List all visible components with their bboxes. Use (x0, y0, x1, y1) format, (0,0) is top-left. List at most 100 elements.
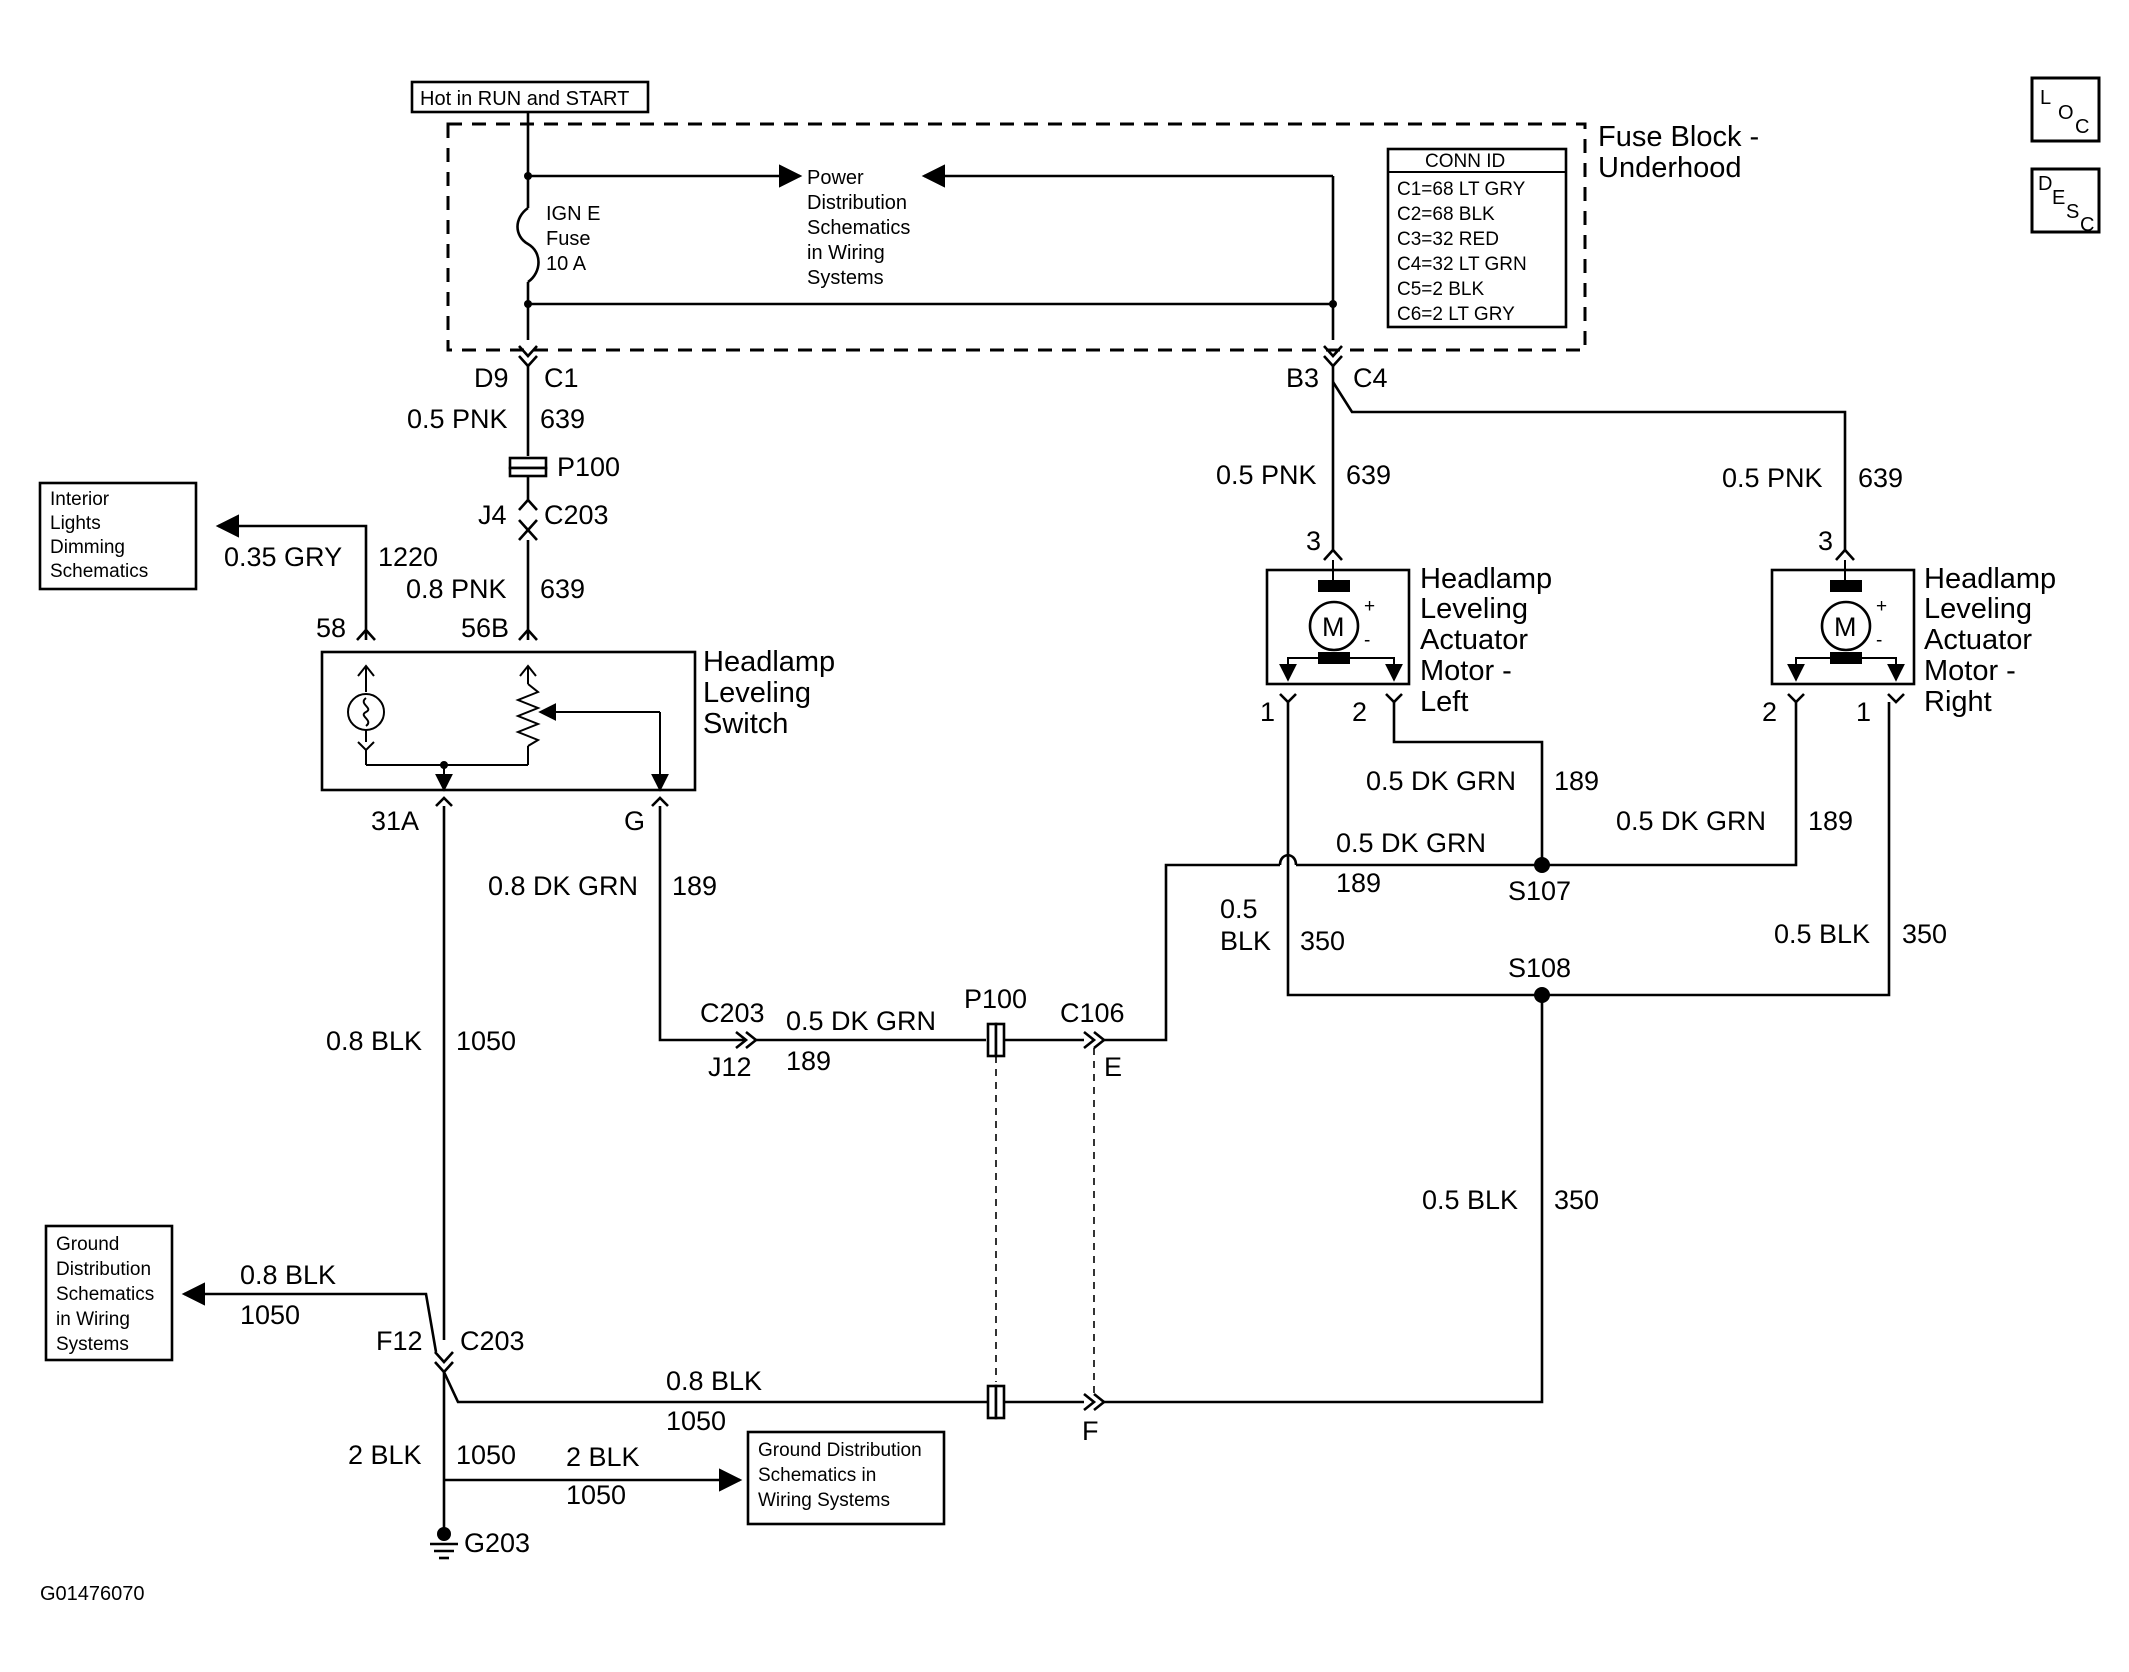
svg-text:Distribution: Distribution (56, 1259, 151, 1280)
svg-text:Dimming: Dimming (50, 537, 125, 558)
svg-text:in Wiring: in Wiring (56, 1309, 130, 1330)
svg-text:639: 639 (1346, 460, 1391, 490)
svg-text:+: + (1876, 596, 1887, 617)
svg-text:1050: 1050 (240, 1300, 300, 1330)
svg-text:-: - (1364, 630, 1370, 651)
splice-s107: S107 (1508, 857, 1571, 906)
conn-id-row: C4=32 LT GRN (1397, 254, 1527, 275)
svg-text:0.5 PNK: 0.5 PNK (1722, 463, 1823, 493)
svg-text:1050: 1050 (456, 1440, 516, 1470)
svg-text:L: L (2040, 87, 2051, 109)
svg-text:B3: B3 (1286, 363, 1319, 393)
svg-text:C1: C1 (544, 363, 579, 393)
connector-c106: C106 E F (1060, 998, 1125, 1446)
svg-text:-: - (1876, 630, 1882, 651)
svg-text:Systems: Systems (807, 267, 884, 289)
svg-text:0.5 DK GRN: 0.5 DK GRN (786, 1006, 936, 1036)
svg-text:350: 350 (1300, 926, 1345, 956)
svg-text:2: 2 (1352, 697, 1367, 727)
svg-text:1: 1 (1260, 697, 1275, 727)
ground-g203-icon: G203 (430, 1527, 530, 1560)
svg-text:D: D (2038, 173, 2052, 195)
wire-label-pnk-upper: 0.5 PNK 639 (407, 404, 585, 434)
svg-text:1050: 1050 (666, 1406, 726, 1436)
svg-text:0.5 DK GRN: 0.5 DK GRN (1336, 828, 1486, 858)
svg-text:Lights: Lights (50, 513, 101, 534)
wire-label-blk-switch: 0.8 BLK 1050 (326, 1026, 516, 1056)
motor-left-title: Headlamp Leveling Actuator Motor - Left (1420, 563, 1552, 718)
conn-id-table: CONN ID C1=68 LT GRY C2=68 BLK C3=32 RED… (1386, 147, 1568, 329)
fuse-block-title: Fuse Block - Underhood (1598, 121, 1759, 184)
wire-label-blk-left1: 0.5 BLK 350 (1220, 894, 1345, 956)
svg-text:M: M (1834, 612, 1857, 642)
svg-text:Schematics in: Schematics in (758, 1465, 876, 1486)
svg-text:C4: C4 (1353, 363, 1388, 393)
svg-text:Underhood: Underhood (1598, 152, 1742, 184)
connector-f12-c203: F12 C203 (376, 1326, 525, 1356)
svg-text:Schematics: Schematics (56, 1284, 154, 1305)
wire-label-blk-f: 0.8 BLK 1050 (666, 1366, 762, 1436)
svg-text:189: 189 (786, 1046, 831, 1076)
svg-text:Systems: Systems (56, 1334, 129, 1355)
connector-d9-c1: D9 C1 (474, 363, 579, 393)
svg-text:C203: C203 (700, 998, 765, 1028)
svg-text:0.8 BLK: 0.8 BLK (240, 1260, 336, 1290)
svg-text:639: 639 (540, 404, 585, 434)
svg-text:F: F (1082, 1416, 1099, 1446)
svg-text:Headlamp: Headlamp (703, 646, 835, 678)
conn-id-row: C2=68 BLK (1397, 204, 1495, 225)
wire-label-pnk-right-motor: 0.5 PNK 639 (1722, 463, 1903, 493)
svg-text:0.5 PNK: 0.5 PNK (407, 404, 508, 434)
conn-id-row: C3=32 RED (1397, 229, 1499, 250)
svg-text:Power: Power (807, 167, 864, 189)
svg-text:Interior: Interior (50, 489, 110, 510)
svg-text:189: 189 (672, 871, 717, 901)
wire-label-blk-ground-right: 2 BLK 1050 (566, 1442, 640, 1510)
svg-text:P100: P100 (964, 984, 1027, 1014)
fuse-block-outline (446, 122, 1587, 352)
svg-text:Motor -: Motor - (1924, 655, 2016, 687)
svg-text:0.5: 0.5 (1220, 894, 1258, 924)
svg-text:Motor -: Motor - (1420, 655, 1512, 687)
svg-text:in Wiring: in Wiring (807, 242, 885, 264)
headlamp-leveling-actuator-motor-right: M + - 3 2 1 (1762, 526, 1916, 727)
conn-id-header: CONN ID (1425, 151, 1505, 172)
svg-text:Distribution: Distribution (807, 192, 907, 214)
headlamp-leveling-switch (320, 628, 697, 807)
switch-pin-labels: 58 56B 31A G (316, 613, 645, 836)
svg-text:3: 3 (1306, 526, 1321, 556)
ground-ref-left: Ground Distribution Schematics in Wiring… (44, 1224, 174, 1362)
loc-icon[interactable]: L O C (2030, 76, 2101, 143)
svg-text:M: M (1322, 612, 1345, 642)
svg-text:O: O (2058, 102, 2074, 124)
svg-text:10 A: 10 A (546, 253, 587, 275)
svg-text:G203: G203 (464, 1528, 530, 1558)
connector-j4-c203: J4 C203 (478, 500, 609, 530)
svg-text:S: S (2066, 201, 2079, 223)
wire-label-blk-right1: 0.5 BLK 350 (1774, 919, 1947, 949)
svg-text:C: C (2080, 214, 2094, 236)
svg-text:J12: J12 (708, 1052, 752, 1082)
svg-text:0.8 BLK: 0.8 BLK (326, 1026, 422, 1056)
svg-text:Leveling: Leveling (1420, 593, 1528, 625)
svg-text:350: 350 (1554, 1185, 1599, 1215)
svg-text:Ground: Ground (56, 1234, 119, 1255)
svg-text:1: 1 (1856, 697, 1871, 727)
splice-s108: S108 (1508, 953, 1571, 1003)
svg-text:0.8 DK GRN: 0.8 DK GRN (488, 871, 638, 901)
svg-text:1050: 1050 (456, 1026, 516, 1056)
svg-text:Right: Right (1924, 686, 1992, 718)
svg-text:IGN E: IGN E (546, 203, 600, 225)
svg-text:C203: C203 (544, 500, 609, 530)
wire-label-grn-inline: 0.5 DK GRN 189 (786, 1006, 936, 1076)
svg-text:0.35 GRY: 0.35 GRY (224, 542, 342, 572)
svg-text:C203: C203 (460, 1326, 525, 1356)
desc-icon[interactable]: D E S C (2030, 167, 2101, 236)
svg-text:1220: 1220 (378, 542, 438, 572)
wire-label-grn-left2: 0.5 DK GRN 189 (1366, 766, 1599, 796)
svg-text:+: + (1364, 596, 1375, 617)
p100-splice-bottom (986, 1384, 1006, 1420)
svg-text:Actuator: Actuator (1420, 624, 1528, 656)
svg-text:Headlamp: Headlamp (1420, 563, 1552, 595)
